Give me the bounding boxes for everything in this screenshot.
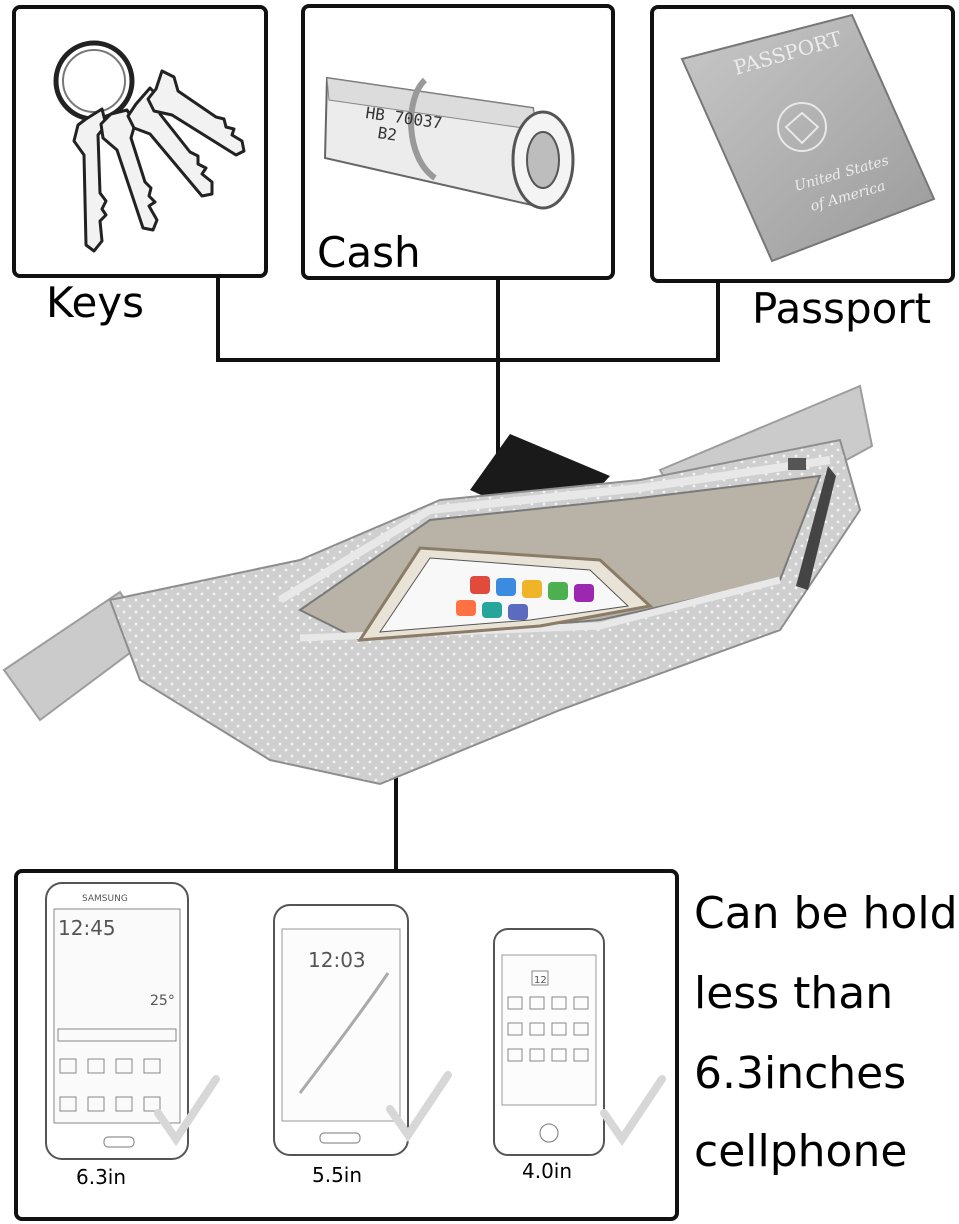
caption-line-2: less than: [694, 968, 894, 1019]
phone-3-check-icon: [600, 1075, 666, 1147]
banknote-code: B2: [376, 123, 398, 144]
passport-label: Passport: [752, 284, 932, 333]
phone-1-check-icon: [154, 1075, 220, 1147]
connector-passport-vertical: [716, 283, 720, 362]
phone-2-clock: 12:03: [308, 948, 366, 972]
caption-line-3: 6.3inches: [694, 1048, 907, 1099]
cash-roll-icon: HB 70037 B2: [323, 76, 575, 210]
phone-1-clock: 12:45: [58, 916, 116, 940]
phones-illustration: SAMSUNG 12:45 25° 12:03 12: [45, 882, 666, 1160]
phone-3-date: 12: [534, 975, 547, 986]
caption-line-1: Can be hold: [694, 888, 958, 939]
connector-horizontal: [216, 358, 720, 362]
phone-3-size: 4.0in: [522, 1159, 573, 1183]
phones-box: SAMSUNG 12:45 25° 12:03 12 6.3in 5.5in 4…: [14, 869, 679, 1221]
passport-box: PASSPORT United States of America: [650, 5, 955, 283]
waist-bag-illustration: [2, 384, 874, 786]
caption-line-4: cellphone: [694, 1126, 908, 1177]
passport-icon: PASSPORT United States of America: [680, 13, 936, 263]
phone-1-temp: 25°: [150, 993, 175, 1009]
connector-keys-vertical: [216, 278, 220, 362]
keys-icon: [53, 40, 246, 253]
connector-cash-vertical: [496, 280, 500, 520]
phone-2-check-icon: [386, 1071, 452, 1143]
cash-box: HB 70037 B2 Cash: [301, 4, 615, 280]
phone-2-size: 5.5in: [312, 1163, 363, 1187]
cash-label: Cash: [317, 228, 421, 277]
keys-label: Keys: [46, 278, 145, 327]
phone-1-brand: SAMSUNG: [82, 894, 128, 904]
phone-1-size: 6.3in: [76, 1165, 127, 1189]
keys-box: [12, 5, 268, 278]
